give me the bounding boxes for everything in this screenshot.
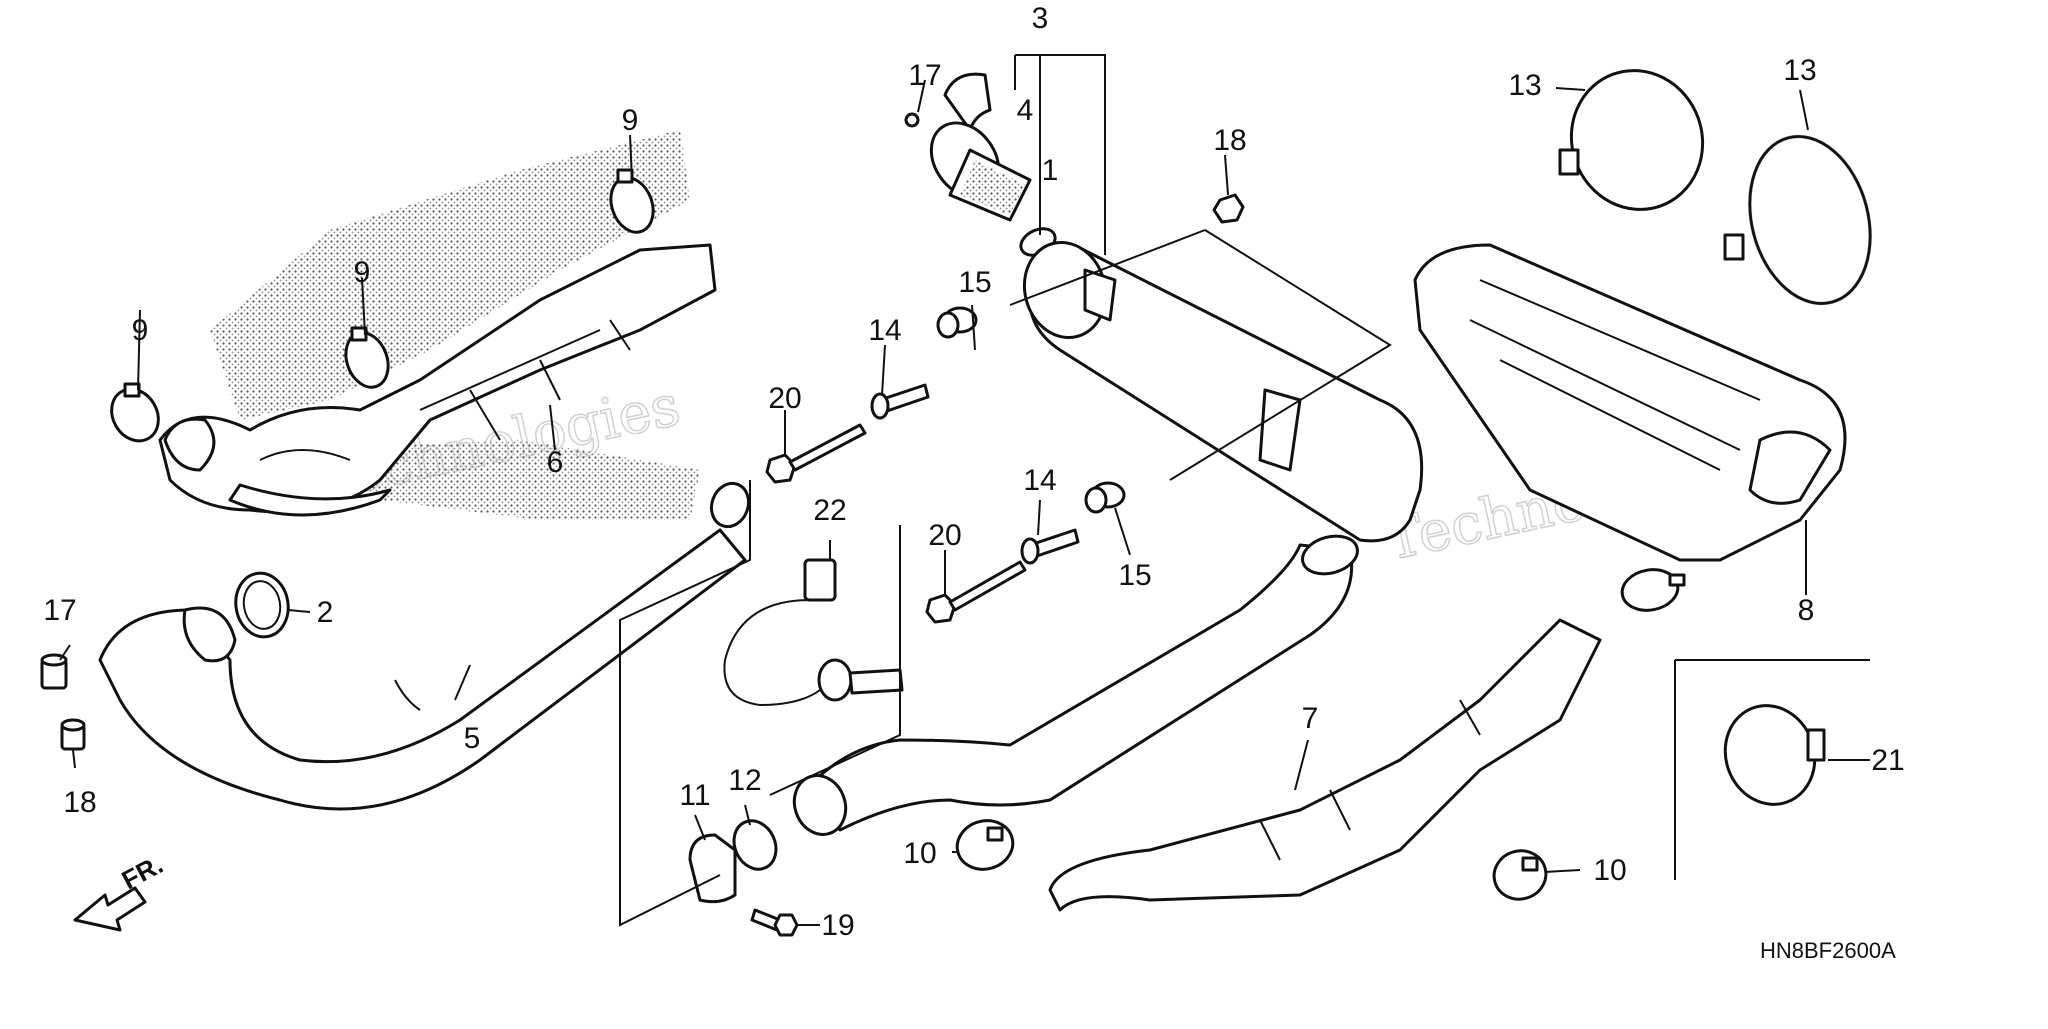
callout-2: 2 bbox=[317, 596, 334, 629]
front-direction-indicator: FR. bbox=[73, 849, 168, 932]
callout-4: 4 bbox=[1017, 94, 1034, 127]
muffler[interactable] bbox=[1014, 233, 1424, 543]
callout-10-right: 10 bbox=[1593, 854, 1626, 887]
callout-22: 22 bbox=[813, 494, 846, 527]
part-13-clamp-left[interactable] bbox=[1552, 52, 1722, 228]
callout-14-lower: 14 bbox=[1023, 464, 1056, 497]
callout-13-right: 13 bbox=[1783, 54, 1816, 87]
part-2-gasket[interactable] bbox=[231, 569, 293, 641]
part-21-clamp[interactable] bbox=[1712, 693, 1829, 817]
callout-13-left: 13 bbox=[1508, 69, 1541, 102]
callout-15-lower: 15 bbox=[1118, 559, 1151, 592]
part-8-muffler-cover[interactable] bbox=[1413, 243, 1847, 562]
part-9-clamp-left[interactable] bbox=[102, 381, 167, 450]
part-3-spark-arrester[interactable] bbox=[904, 72, 1059, 260]
part-22-sensor[interactable] bbox=[723, 558, 904, 707]
callout-10-left: 10 bbox=[903, 837, 936, 870]
callout-1: 1 bbox=[1042, 154, 1059, 187]
callout-17-lower: 18 bbox=[63, 786, 96, 819]
callout-9-upper: 9 bbox=[622, 104, 639, 137]
callout-labels: 3 17 4 1 9 9 9 6 18 15 14 20 22 14 15 20… bbox=[43, 2, 1904, 942]
part-11-joint-clamp[interactable] bbox=[688, 833, 737, 904]
callout-3: 3 bbox=[1032, 2, 1049, 35]
part-6-heat-shield[interactable] bbox=[158, 130, 717, 520]
callout-12: 12 bbox=[728, 764, 761, 797]
callout-5: 5 bbox=[464, 722, 481, 755]
callout-20-lower: 20 bbox=[928, 519, 961, 552]
part-20-bolt-upper[interactable] bbox=[765, 423, 867, 484]
part-17-nut-upper[interactable] bbox=[40, 653, 68, 690]
callout-15-upper: 15 bbox=[958, 266, 991, 299]
part-18-nut[interactable] bbox=[1212, 193, 1245, 224]
part-15-grommet-lower[interactable] bbox=[1084, 481, 1126, 514]
callout-17-upper: 17 bbox=[43, 594, 76, 627]
part-9-clamp-middle[interactable] bbox=[339, 326, 396, 393]
callout-14-upper: 14 bbox=[868, 314, 901, 347]
middle-pipe[interactable] bbox=[786, 530, 1361, 841]
callout-9-left: 9 bbox=[132, 314, 149, 347]
callout-11: 11 bbox=[679, 779, 710, 812]
part-14-collar-upper[interactable] bbox=[870, 383, 930, 420]
callout-19: 19 bbox=[821, 909, 854, 942]
callout-6: 6 bbox=[547, 446, 564, 479]
part-7-lower-shield[interactable] bbox=[1048, 618, 1602, 912]
callout-21: 21 bbox=[1871, 744, 1904, 777]
part-9-clamp-upper[interactable] bbox=[604, 168, 661, 238]
part-13-clamp-right[interactable] bbox=[1723, 123, 1888, 317]
callout-9-middle: 9 bbox=[354, 256, 371, 289]
part-20-bolt-lower[interactable] bbox=[925, 560, 1027, 624]
part-14-collar-lower[interactable] bbox=[1020, 528, 1080, 565]
cover-clamp[interactable] bbox=[1619, 565, 1686, 614]
part-5-exhaust-pipe[interactable] bbox=[98, 478, 754, 811]
part-15-grommet-upper[interactable] bbox=[936, 306, 978, 339]
diagram-code: HN8BF2600A bbox=[1760, 938, 1896, 963]
group-brackets bbox=[619, 54, 1870, 927]
leader-lines bbox=[59, 79, 1870, 926]
callout-18: 18 bbox=[1213, 124, 1246, 157]
front-direction-label: FR. bbox=[117, 849, 168, 895]
callout-16: 17 bbox=[908, 59, 941, 92]
part-19-bolt[interactable] bbox=[750, 908, 799, 937]
part-12-collar[interactable] bbox=[726, 814, 783, 876]
callout-20-upper: 20 bbox=[768, 382, 801, 415]
callout-7: 7 bbox=[1302, 702, 1319, 735]
part-10-clamp-left[interactable] bbox=[952, 815, 1019, 876]
callout-8: 8 bbox=[1798, 594, 1815, 627]
part-17-nut-lower[interactable] bbox=[60, 718, 86, 751]
part-16-bolt bbox=[904, 112, 920, 128]
part-10-clamp-right[interactable] bbox=[1489, 845, 1552, 905]
